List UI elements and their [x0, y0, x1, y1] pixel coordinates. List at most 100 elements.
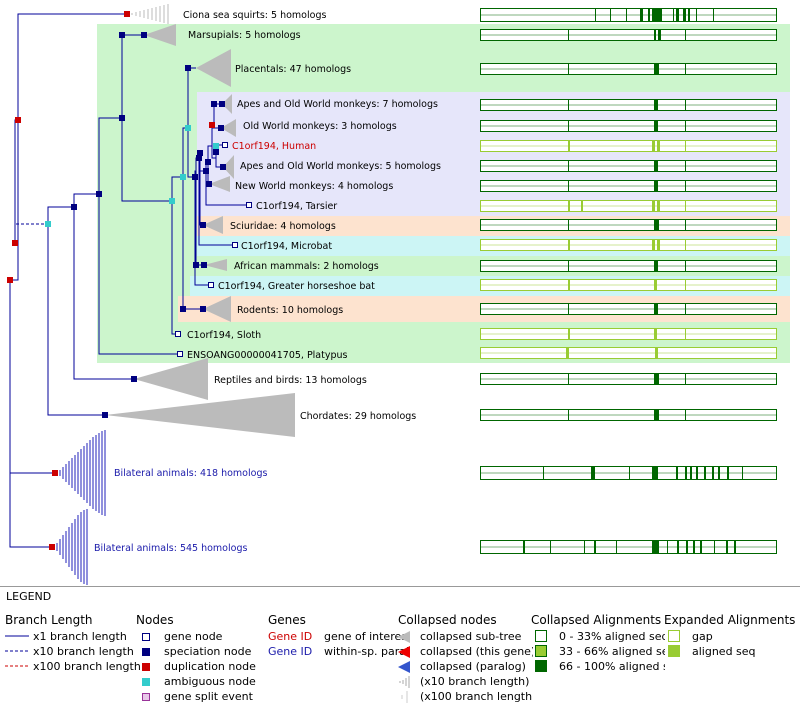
- ambiguous-node-icon: [142, 678, 150, 686]
- legend-item: (x100 branch length): [398, 689, 533, 704]
- duplication-node: [15, 117, 21, 123]
- duplication-node: [12, 240, 18, 246]
- leaf-label[interactable]: C1orf194, Microbat: [241, 241, 332, 252]
- gene-node-icon: [142, 633, 150, 641]
- speciation-node: [220, 164, 226, 170]
- aligned-block: [685, 279, 686, 291]
- aligned-block: [568, 180, 569, 192]
- alignment-bar: [480, 200, 777, 212]
- aligned-block: [568, 279, 570, 291]
- legend-item-label: aligned seq: [692, 645, 756, 658]
- legend-item-label: (x100 branch length): [420, 690, 533, 703]
- legend-item: 33 - 66% aligned seq: [531, 644, 665, 659]
- legend-item-label: collapsed sub-tree: [420, 630, 522, 643]
- leaf-label-gene-of-interest[interactable]: C1orf194, Human: [232, 141, 316, 152]
- speciation-node: [71, 204, 77, 210]
- duplication-node: [7, 277, 13, 283]
- speciation-node: [218, 125, 224, 131]
- legend-item: Gene ID gene of interest: [268, 629, 408, 644]
- speciation-node: [211, 101, 217, 107]
- gene-id-sample: Gene ID: [268, 645, 313, 658]
- x100-branch-icon: [5, 665, 29, 667]
- legend-item-label: gene split event: [164, 690, 253, 703]
- aligned-block: [712, 466, 714, 480]
- leaf-label: African mammals: 2 homologs: [234, 261, 379, 272]
- ambiguous-node: [185, 125, 191, 131]
- leaf-label[interactable]: C1orf194, Sloth: [187, 330, 261, 341]
- legend-heading: Branch Length: [5, 613, 93, 627]
- speciation-node: [219, 101, 225, 107]
- alignment-column: [480, 8, 777, 554]
- aligned-block: [667, 540, 668, 554]
- leaf-label: Apes and Old World monkeys: 7 homologs: [237, 99, 438, 110]
- aligned-block: [686, 540, 688, 554]
- legend-item-label: collapsed (this gene): [420, 645, 533, 658]
- legend-collapsed-nodes: Collapsed nodes collapsed sub-tree colla…: [398, 613, 533, 704]
- aligned-block: [568, 29, 569, 41]
- aligned-block: [594, 540, 596, 554]
- collapsed-subtrees: [105, 24, 295, 437]
- aligned-block: [657, 200, 660, 212]
- leaf-label[interactable]: C1orf194, Greater horseshoe bat: [218, 281, 375, 292]
- legend-item: gap: [664, 629, 795, 644]
- ambiguous-node: [169, 198, 175, 204]
- aligned-block: [568, 260, 569, 272]
- x1-branch-icon: [5, 635, 29, 637]
- alignment-bar: [480, 99, 777, 111]
- ambiguous-node: [213, 143, 219, 149]
- aligned-block: [543, 466, 544, 480]
- ambiguous-node: [180, 174, 186, 180]
- aligned-block: [713, 8, 714, 22]
- long-branch-collapsed: [56, 4, 169, 585]
- tree-nodes[interactable]: [7, 11, 252, 550]
- x10-collapsed-icon: [399, 676, 410, 688]
- leaf-label: Reptiles and birds: 13 homologs: [214, 375, 367, 386]
- legend-item: 66 - 100% aligned seq: [531, 659, 665, 674]
- aligned-block: [654, 260, 658, 272]
- primate-band: [197, 92, 790, 216]
- leaf-label: New World monkeys: 4 homologs: [235, 181, 393, 192]
- leaf-label: Ciona sea squirts: 5 homologs: [183, 10, 326, 21]
- aligned-block: [693, 540, 695, 554]
- alignment-bar: [480, 466, 777, 480]
- aligned-block: [654, 373, 659, 385]
- duplication-node-icon: [142, 663, 150, 671]
- aligned-block: [685, 29, 686, 41]
- aligned-block: [654, 219, 659, 231]
- collapsed-this-gene-icon: [398, 646, 410, 658]
- legend-item-label: x10 branch length: [33, 645, 134, 658]
- legend-item: collapsed (paralog): [398, 659, 533, 674]
- aligned-block: [657, 140, 660, 152]
- aligned-block: [685, 219, 686, 231]
- legend-title: LEGEND: [6, 590, 52, 603]
- speciation-node: [206, 181, 212, 187]
- gene-node: [246, 202, 252, 208]
- leaf-label[interactable]: C1orf194, Tarsier: [256, 201, 337, 212]
- speciation-node: [201, 262, 207, 268]
- aligned-block: [568, 160, 569, 172]
- aligned-block: [685, 120, 686, 132]
- aligned-block: [742, 466, 743, 480]
- leaf-label: Sciuridae: 4 homologs: [230, 221, 336, 232]
- aligned-block: [654, 29, 656, 41]
- legend-heading: Genes: [268, 613, 306, 627]
- speciation-node: [131, 376, 137, 382]
- aligned-block: [629, 466, 630, 480]
- leaf-label: Chordates: 29 homologs: [300, 411, 416, 422]
- legend-item: speciation node: [136, 644, 251, 659]
- aligned-block: [652, 8, 662, 22]
- leaf-label: Rodents: 10 homologs: [237, 305, 343, 316]
- leaf-label[interactable]: ENSOANG00000041705, Platypus: [187, 350, 348, 361]
- aligned-block: [654, 180, 658, 192]
- alignment-bar: [480, 120, 777, 132]
- legend-item: collapsed (this gene): [398, 644, 533, 659]
- gene-id-sample: Gene ID: [268, 630, 313, 643]
- high-alignment-swatch: [535, 660, 547, 672]
- speciation-node: [141, 32, 147, 38]
- speciation-node: [102, 412, 108, 418]
- aligned-block: [568, 99, 569, 111]
- mid-alignment-swatch: [535, 645, 547, 657]
- leaf-label: Apes and Old World monkeys: 5 homologs: [240, 161, 441, 172]
- legend-item: gene node: [136, 629, 222, 644]
- legend: LEGEND Branch Length x1 branch length x1…: [0, 586, 800, 714]
